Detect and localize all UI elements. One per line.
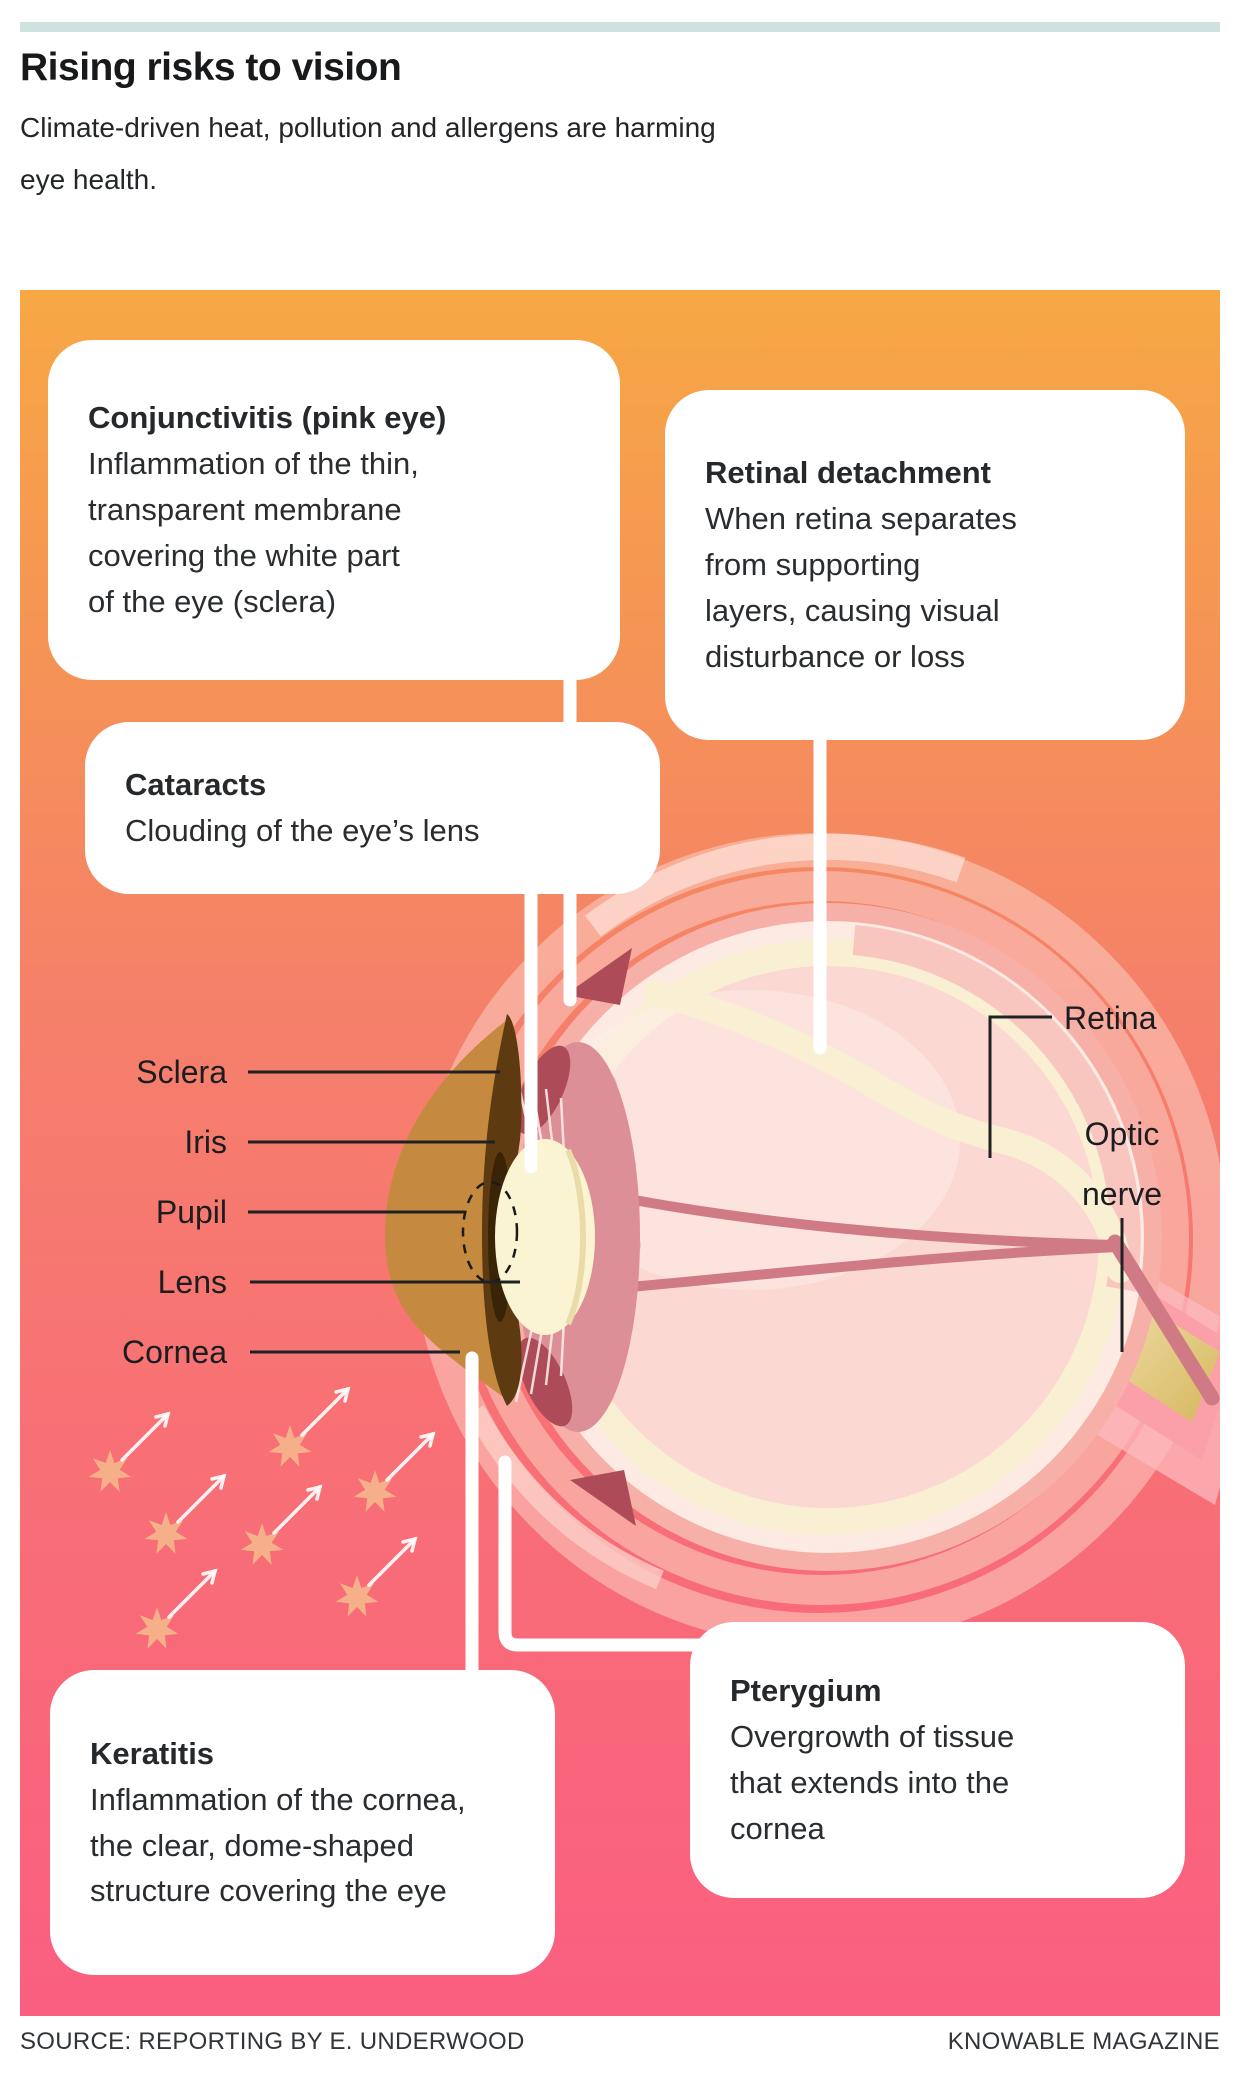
callout-keratitis: Keratitis Inflammation of the cornea, th… (50, 1670, 555, 1975)
label-iris: Iris (184, 1124, 227, 1160)
label-optic-nerve-line2: nerve (1082, 1176, 1162, 1212)
callout-conjunctivitis: Conjunctivitis (pink eye) Inflammation o… (48, 340, 620, 680)
label-sclera: Sclera (136, 1054, 227, 1090)
anterior-segment (385, 948, 640, 1526)
connector-pterygium (498, 1455, 727, 1652)
callout-cataracts-title: Cataracts (125, 767, 267, 803)
callout-cataracts: Cataracts Clouding of the eye’s lens (85, 722, 660, 894)
footer-source: SOURCE: REPORTING BY E. UNDERWOOD (20, 2028, 525, 2055)
callout-conjunctivitis-body: Inflammation of the thin, transparent me… (88, 446, 419, 619)
callout-pterygium-title: Pterygium (730, 1673, 882, 1709)
allergen-stars (86, 1387, 435, 1651)
label-lens: Lens (158, 1264, 227, 1300)
label-optic-nerve-line1: Optic (1085, 1116, 1160, 1152)
label-pupil: Pupil (156, 1194, 227, 1230)
iris (385, 1020, 507, 1400)
label-retina: Retina (1064, 1000, 1157, 1036)
detached-retina (644, 925, 1141, 1292)
callout-keratitis-body: Inflammation of the cornea, the clear, d… (90, 1781, 466, 1909)
eye-diagram: Sclera Iris Pupil Lens Cornea Retina Opt… (86, 668, 1220, 1687)
eyeball (494, 903, 1220, 1571)
callout-retinal-detachment-title: Retinal detachment (705, 455, 991, 491)
footer: SOURCE: REPORTING BY E. UNDERWOOD KNOWAB… (20, 2028, 1220, 2056)
callout-retinal-detachment: Retinal detachment When retina separates… (665, 390, 1185, 740)
page-title: Rising risks to vision (20, 46, 402, 89)
retinal-artery (587, 1187, 1220, 1406)
callout-pterygium-body: Overgrowth of tissue that extends into t… (730, 1719, 1015, 1846)
callout-keratitis-title: Keratitis (90, 1735, 215, 1771)
page-subtitle: Climate-driven heat, pollution and aller… (20, 112, 716, 195)
pupil-dashed-outline (461, 1180, 519, 1284)
lens (495, 1139, 595, 1335)
callout-retinal-detachment-body: When retina separates from supporting la… (705, 501, 1017, 674)
callout-conjunctivitis-title: Conjunctivitis (pink eye) (88, 400, 447, 436)
top-accent-bar (20, 22, 1220, 32)
anatomy-pointer-lines (248, 1015, 1124, 1354)
callout-cataracts-body: Clouding of the eye’s lens (125, 813, 480, 848)
callout-pterygium: Pterygium Overgrowth of tissue that exte… (690, 1622, 1185, 1898)
footer-credit: KNOWABLE MAGAZINE (947, 2028, 1220, 2055)
ciliary-body-bottom (517, 1337, 573, 1427)
label-cornea: Cornea (122, 1334, 227, 1370)
infographic-panel: Sclera Iris Pupil Lens Cornea Retina Opt… (20, 290, 1220, 2016)
